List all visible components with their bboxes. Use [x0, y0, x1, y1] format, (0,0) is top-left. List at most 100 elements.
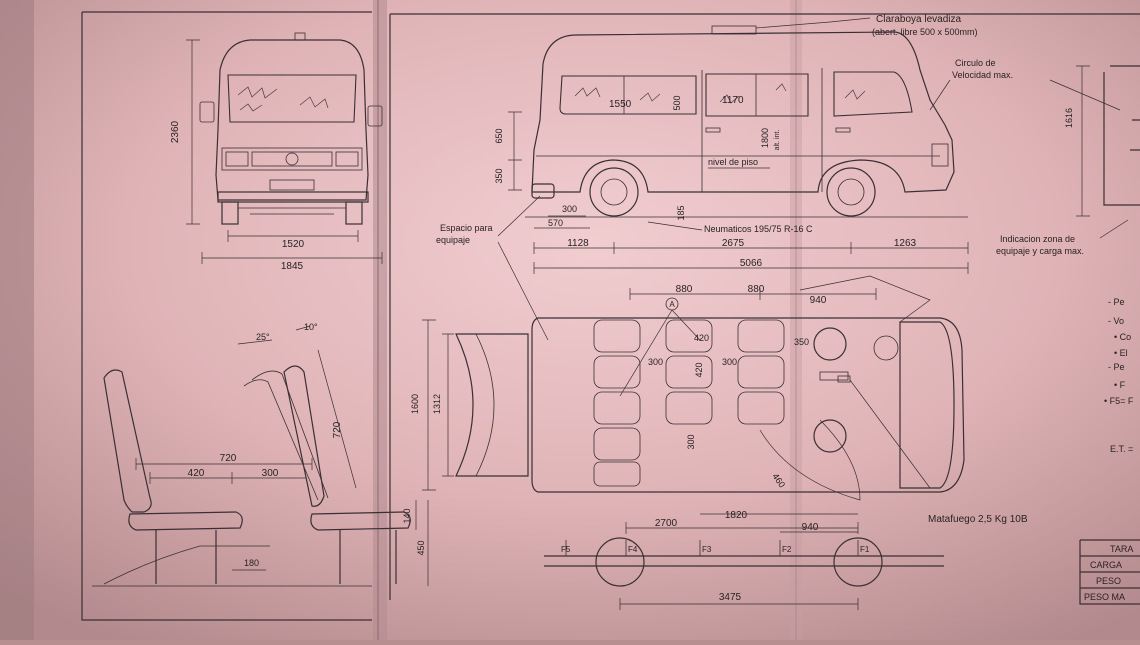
- load-arrows: [565, 540, 859, 556]
- door-swing-arc: [759, 419, 861, 501]
- chassis-beam: [544, 555, 944, 567]
- cushion-thickness-dim: 140: [402, 508, 412, 523]
- side-view: 1550 500 1170 1800 alt. int. nivel de pi…: [436, 14, 1013, 341]
- load-f5: F5: [561, 545, 571, 554]
- side-headlight: [931, 143, 949, 167]
- seat-spacing-dim: 720: [220, 453, 237, 464]
- load-f2: F2: [782, 545, 792, 554]
- plan-cab-front: [899, 321, 955, 489]
- rear-leader: [1049, 79, 1121, 111]
- seat-cushion-right: [310, 511, 411, 531]
- seat: [593, 427, 641, 461]
- seat-detail-view: 25° 10° 720 720 420 300 140 450 180: [92, 322, 429, 587]
- seat-pitch-dims: [629, 288, 877, 300]
- load-f1: F1: [860, 545, 870, 554]
- track-dim-line: [227, 230, 359, 242]
- driver-door-swing: [799, 275, 931, 323]
- table-row-1: CARGA: [1090, 560, 1122, 570]
- seat: [737, 319, 785, 353]
- seat-back-recline-1: [243, 379, 319, 501]
- door-height-sub: alt. int.: [774, 130, 781, 151]
- note-7: • F5= F: [1104, 396, 1134, 406]
- border-frame: [81, 11, 1140, 621]
- weight-table: TARA CARGA PESO PESO MA: [1079, 539, 1140, 605]
- seat-back-right: [283, 365, 325, 507]
- height-dim-line: [186, 39, 200, 225]
- door-handle-2: [835, 127, 851, 133]
- seat: [593, 319, 641, 353]
- seat-cushion-left: [128, 511, 243, 531]
- paper-fold: [373, 0, 387, 640]
- luggage-leaders: [497, 195, 549, 341]
- roof-hatch: [711, 25, 757, 35]
- seat-depth-420: 420: [188, 468, 205, 479]
- axle-load-diagram: 2700 1820 940 3475 F5 F4 F3 F2 F1: [544, 510, 944, 610]
- speed-circle-label-2: Velocidad max.: [952, 70, 1013, 80]
- windshield-reflection: [237, 86, 329, 112]
- roof-hatch-sub: (abert. libre 500 x 500mm): [872, 27, 978, 37]
- load-f3: F3: [702, 545, 712, 554]
- ground-clearance-label: 185: [676, 205, 686, 220]
- front-wheel-right: [345, 201, 363, 225]
- overhang-rear-dim: 1263: [894, 238, 917, 249]
- note-1: - Pe: [1108, 297, 1125, 307]
- luggage-area: [455, 333, 529, 477]
- cushion-height-lines: [415, 500, 429, 586]
- aisle-300-b: 300: [722, 357, 737, 367]
- plan-view: 880 880 940 A 420 300 420 300 350 300 46…: [410, 275, 1028, 525]
- reference-circle-a-label: A: [669, 300, 675, 309]
- right-notes: - Pe - Vo • Co • El - Pe • F • F5= F E.T…: [1104, 297, 1134, 454]
- seat: [593, 391, 641, 425]
- dim-300: 300: [562, 204, 577, 214]
- dim-3475-line: [619, 598, 859, 610]
- side-window-1: [559, 75, 697, 115]
- seat-back-left: [103, 369, 152, 513]
- weight-table-grid: [1079, 539, 1140, 605]
- seat: [665, 355, 713, 389]
- rear-height-dim: [1076, 65, 1090, 217]
- track-dim-label: 1520: [282, 239, 305, 250]
- length-dims-row: [533, 242, 969, 254]
- seat-height-dim: 450: [416, 540, 426, 555]
- paper-left-shadow: [0, 0, 34, 640]
- tyres-leader: [647, 221, 703, 231]
- note-4: • El: [1114, 348, 1128, 358]
- tyres-label: Neumaticos 195/75 R-16 C: [704, 224, 813, 234]
- luggage-label: Espacio para: [440, 223, 493, 233]
- seat: [665, 391, 713, 425]
- steering-wheel: [873, 335, 899, 361]
- dim-940: 940: [802, 522, 819, 533]
- foot-gap-dim: 180: [244, 558, 259, 568]
- height-dim-label: 2360: [170, 120, 181, 143]
- width-dim-label: 1845: [281, 261, 304, 272]
- inner-width-label: 1312: [432, 394, 442, 414]
- seat-base-left: [103, 545, 270, 585]
- aisle-300-a: 300: [648, 357, 663, 367]
- total-length-dim: 5066: [740, 258, 763, 269]
- rear-height-label: 1616: [1064, 108, 1074, 128]
- front-plate: [269, 179, 315, 191]
- seat: [737, 355, 785, 389]
- seat-depth-420: 420: [694, 362, 704, 377]
- note-3: • Co: [1114, 332, 1131, 342]
- load-zone-leader: [1099, 219, 1129, 239]
- outer-width-label: 1600: [410, 394, 420, 414]
- door-height-label: 1800: [760, 128, 770, 148]
- seat: [665, 319, 713, 353]
- dim-350-plan: 350: [794, 337, 809, 347]
- grille: [251, 151, 333, 167]
- side-window-2: [705, 73, 809, 117]
- note-6: • F: [1114, 380, 1126, 390]
- seat-pitch-2: 880: [748, 284, 765, 295]
- angle-arcs: [237, 325, 311, 345]
- headlight-left: [225, 151, 249, 167]
- front-axle: [238, 207, 346, 215]
- table-row-0: TARA: [1110, 544, 1133, 554]
- speed-circle-label: Circulo de: [955, 58, 996, 68]
- cab-window: [833, 71, 913, 117]
- front-wheel-left: [221, 201, 239, 225]
- door-seams: [701, 68, 823, 192]
- front-axle-wheel: [833, 537, 883, 587]
- dim-940-plan: 940: [810, 295, 827, 306]
